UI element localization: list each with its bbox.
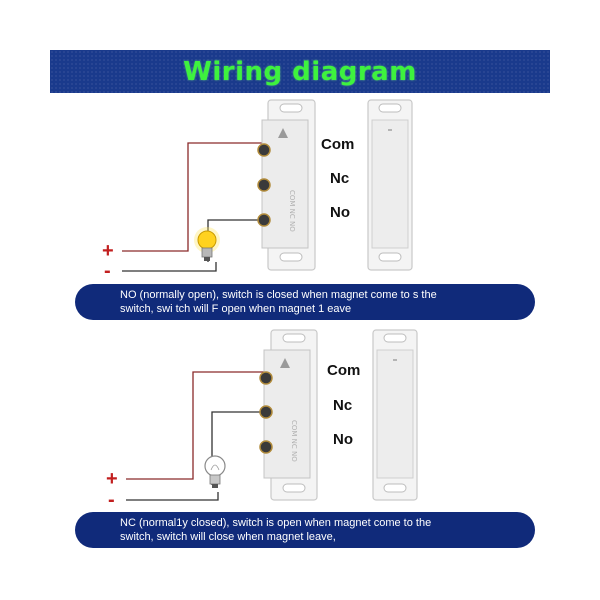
diagram-1-caption-line-1: NO (normally open), switch is closed whe… — [120, 289, 437, 301]
diagram-1-wires — [122, 142, 262, 272]
diagram-1-caption-line-2: switch, swi tch will F open when magnet … — [120, 303, 352, 315]
diagram-2-plus-sign: + — [106, 468, 118, 490]
diagram-2-minus-sign: - — [108, 489, 115, 511]
svg-text:COM NC NO: COM NC NO — [288, 190, 296, 232]
diagram-2-minus-wire — [126, 492, 219, 501]
diagram-2-screw-terminals — [259, 371, 273, 454]
diagram-2-label-nc: Nc — [333, 397, 353, 414]
diagram-2-switch-body: COM NC NO — [263, 329, 318, 501]
diagram-1-label-no: No — [330, 204, 350, 221]
diagram-1-screw-terminals — [257, 143, 271, 227]
diagram-1-label-com: Com — [321, 136, 355, 153]
diagram-1-plus-wire — [122, 142, 262, 252]
diagram-1-magnet — [367, 99, 413, 271]
svg-text:COM NC NO: COM NC NO — [290, 420, 298, 462]
diagram-2-caption-line-1: NC (normal1y closed), switch is open whe… — [120, 517, 432, 529]
diagram-title: Wiring diagram — [183, 56, 417, 87]
diagram-2-caption: NC (normal1y closed), switch is open whe… — [75, 512, 535, 548]
diagram-1-minus-sign: - — [104, 260, 111, 282]
diagram-1-label-nc: Nc — [330, 170, 350, 187]
diagram-2-caption-line-2: switch, switch will close when magnet le… — [120, 531, 336, 543]
diagram-1-minus-wire — [122, 262, 217, 272]
title-banner: Wiring diagram — [50, 50, 550, 93]
diagram-2-label-com: Com — [327, 362, 361, 379]
diagram-2-magnet — [372, 329, 418, 501]
unlit-bulb-icon — [204, 455, 226, 488]
diagram-2-plus-wire — [126, 371, 264, 480]
lit-bulb-icon — [194, 227, 220, 261]
diagram-1-plus-sign: + — [102, 240, 114, 262]
diagram-2-label-no: No — [333, 431, 353, 448]
diagram-2-wires — [126, 371, 264, 501]
diagram-1-caption: NO (normally open), switch is closed whe… — [75, 284, 535, 320]
